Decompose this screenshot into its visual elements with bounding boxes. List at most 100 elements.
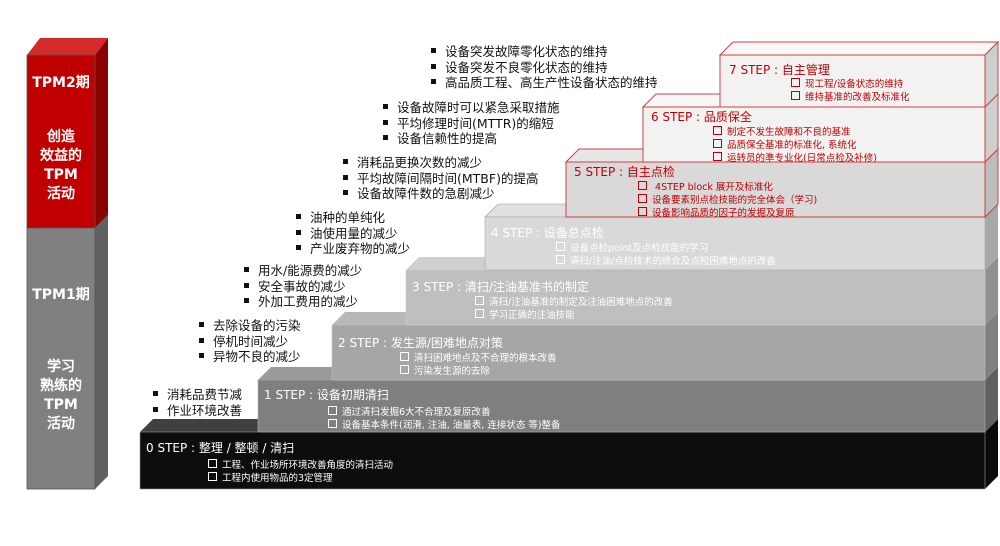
pillar-phase1-desc-line: 学习	[47, 359, 75, 375]
checkbox-icon	[556, 255, 565, 264]
checkbox-icon	[638, 207, 647, 216]
pillar-phase1-desc-line: 熟练的	[40, 378, 82, 394]
pillar-phase1-block	[26, 215, 108, 490]
step-items: 制定不发生故障和不良的基准 品质保全基准的标准化, 系统化 运转员的準专业化(日…	[713, 126, 877, 165]
effect-item: 消耗品更换次数的减少	[343, 155, 538, 171]
step-title: 5 STEP : 自主点检	[574, 165, 675, 179]
step-items: 现工程/设备状态的维持 维持基准的改善及标准化	[791, 78, 910, 104]
effect-item: 异物不良的减少	[199, 349, 301, 365]
bullet-icon	[343, 190, 348, 195]
effect-item: 停机时间减少	[199, 334, 301, 350]
effect-item: 产业废弃物的减少	[296, 241, 410, 257]
checkbox-icon	[556, 242, 565, 251]
bullet-icon	[431, 79, 436, 84]
effects-list-step-3: 用水/能源费的减少 安全事故的减少 外加工费用的减少	[244, 263, 362, 310]
step-item: 运转员的準专业化(日常点检及补修)	[713, 152, 877, 165]
bullet-icon	[383, 119, 388, 125]
step-5-block	[564, 147, 999, 219]
step-2-block	[331, 312, 998, 381]
effect-item: 作业环境改善	[153, 403, 242, 419]
bullet-icon	[244, 282, 249, 288]
bullet-icon	[199, 353, 204, 358]
bullet-icon	[296, 229, 301, 235]
bullet-icon	[383, 135, 388, 140]
effect-item: 设备故障件数的急剧减少	[343, 186, 538, 202]
effect-item: 设备突发故障零化状态的维持	[431, 44, 658, 60]
checkbox-icon	[638, 194, 647, 203]
effect-item: 外加工费用的减少	[244, 294, 362, 310]
effect-item: 设备故障时可以紧急采取措施	[383, 100, 560, 116]
bullet-icon	[431, 63, 436, 69]
effect-item: 高品质工程、高生产性设备状态的维持	[431, 75, 658, 91]
step-item: 品质保全基准的标准化, 系统化	[713, 139, 877, 152]
step-item: 制定不发生故障和不良的基准	[713, 126, 877, 139]
checkbox-icon	[713, 152, 722, 161]
effect-item: 油使用量的减少	[296, 226, 410, 242]
step-item: 维持基准的改善及标准化	[791, 91, 910, 104]
pillar-phase1-desc-line: TPM	[44, 397, 78, 413]
effect-item: 消耗品费节减	[153, 387, 242, 403]
step-item: 设备点检point及点检技能的学习	[556, 242, 776, 255]
step-items: 清扫/注油基准的制定及注油困难地点的改善 学习正确的注油技能	[475, 296, 673, 322]
effects-list-step-2: 去除设备的污染 停机时间减少 异物不良的减少	[199, 318, 301, 365]
bullet-icon	[244, 298, 249, 303]
effect-item: 设备信赖性的提高	[383, 131, 560, 147]
step-item: 学习正确的注油技能	[475, 309, 673, 322]
step-items: 设备点检point及点检技能的学习 清扫/注油/点检技术的统合及点检困难地点的改…	[556, 242, 776, 268]
effects-list-step-4: 油种的单纯化 油使用量的减少 产业废弃物的减少	[296, 210, 410, 257]
step-title: 4 STEP : 设备总点检	[491, 226, 604, 240]
step-item: 工程内使用物品的3定管理	[208, 472, 393, 485]
effects-list-step-1: 消耗品费节减 作业环境改善	[153, 387, 242, 418]
pillar-phase2-label: TPM2期	[32, 75, 90, 91]
pillar-phase2-desc-line: 活动	[47, 186, 75, 202]
checkbox-icon	[713, 139, 722, 148]
step-item: 清扫/注油基准的制定及注油困难地点的改善	[475, 296, 673, 309]
step-3: 3 STEP : 清扫/注油基准书的制定 清扫/注油基准的制定及注油困难地点的改…	[412, 278, 673, 322]
step-item: 设备影响品质的因子的发掘及复原	[638, 207, 817, 220]
pillar-phase2-desc-line: 效益的	[40, 148, 82, 164]
effects-list-step-6: 设备故障时可以紧急采取措施 平均修理时间(MTTR)的缩短 设备信赖性的提高	[383, 100, 560, 147]
checkbox-icon	[791, 78, 800, 87]
step-items: 清扫困难地点及不合理的根本改善 污染发生源的去除	[400, 352, 557, 378]
effects-list-step-5: 消耗品更换次数的减少 平均故障间隔时间(MTBF)的提高 设备故障件数的急剧减少	[343, 155, 538, 202]
checkbox-icon	[791, 91, 800, 100]
effect-item: 平均修理时间(MTTR)的缩短	[383, 116, 560, 132]
checkbox-icon	[208, 459, 217, 468]
effect-item: 用水/能源费的减少	[244, 263, 362, 279]
step-1-block	[257, 367, 998, 433]
step-5: 5 STEP : 自主点检 4STEP block 展开及标准化 设备要素别点检…	[574, 163, 817, 220]
step-1: 1 STEP : 设备初期清扫 通过清扫发掘6大不合理及复原改善 设备基本条件(…	[264, 386, 561, 432]
bullet-icon	[153, 391, 158, 396]
effects-list-step-7: 设备突发故障零化状态的维持 设备突发不良零化状态的维持 高品质工程、高生产性设备…	[431, 44, 658, 91]
step-3-block	[405, 257, 998, 326]
step-item: 现工程/设备状态的维持	[791, 78, 910, 91]
step-item: 设备要素别点检技能的完全体会（学习)	[638, 194, 817, 207]
checkbox-icon	[475, 296, 484, 305]
bullet-icon	[244, 267, 249, 272]
step-6-block	[641, 92, 999, 164]
step-title: 2 STEP : 发生源/困难地点对策	[338, 336, 503, 350]
effect-item: 油种的单纯化	[296, 210, 410, 226]
bullet-icon	[343, 174, 348, 180]
step-0-block	[139, 419, 998, 490]
pillar-phase1-label: TPM1期	[32, 287, 90, 303]
bullet-icon	[343, 159, 348, 164]
effect-item: 安全事故的减少	[244, 279, 362, 295]
bullet-icon	[199, 337, 204, 343]
checkbox-icon	[400, 365, 409, 374]
step-title: 1 STEP : 设备初期清扫	[264, 388, 389, 402]
checkbox-icon	[638, 181, 647, 190]
step-item: 污染发生源的去除	[400, 365, 557, 378]
step-item: 清扫困难地点及不合理的根本改善	[400, 352, 557, 365]
step-items: 工程、作业场所环境改善角度的清扫活动 工程内使用物品的3定管理	[208, 459, 393, 485]
pillar-phase2-desc-line: 创造	[47, 129, 75, 145]
effect-item: 平均故障间隔时间(MTBF)的提高	[343, 171, 538, 187]
step-4: 4 STEP : 设备总点检 设备点检point及点检技能的学习 清扫/注油/点…	[491, 224, 776, 268]
bullet-icon	[431, 48, 436, 53]
step-item: 通过清扫发掘6大不合理及复原改善	[328, 406, 561, 419]
step-items: 通过清扫发掘6大不合理及复原改善 设备基本条件(润滑, 注油, 油量表, 连接状…	[328, 406, 561, 432]
pillar-phase1-desc-line: 活动	[47, 416, 75, 432]
bullet-icon	[383, 104, 388, 109]
step-item: 清扫/注油/点检技术的统合及点检困难地点的改善	[556, 255, 776, 268]
